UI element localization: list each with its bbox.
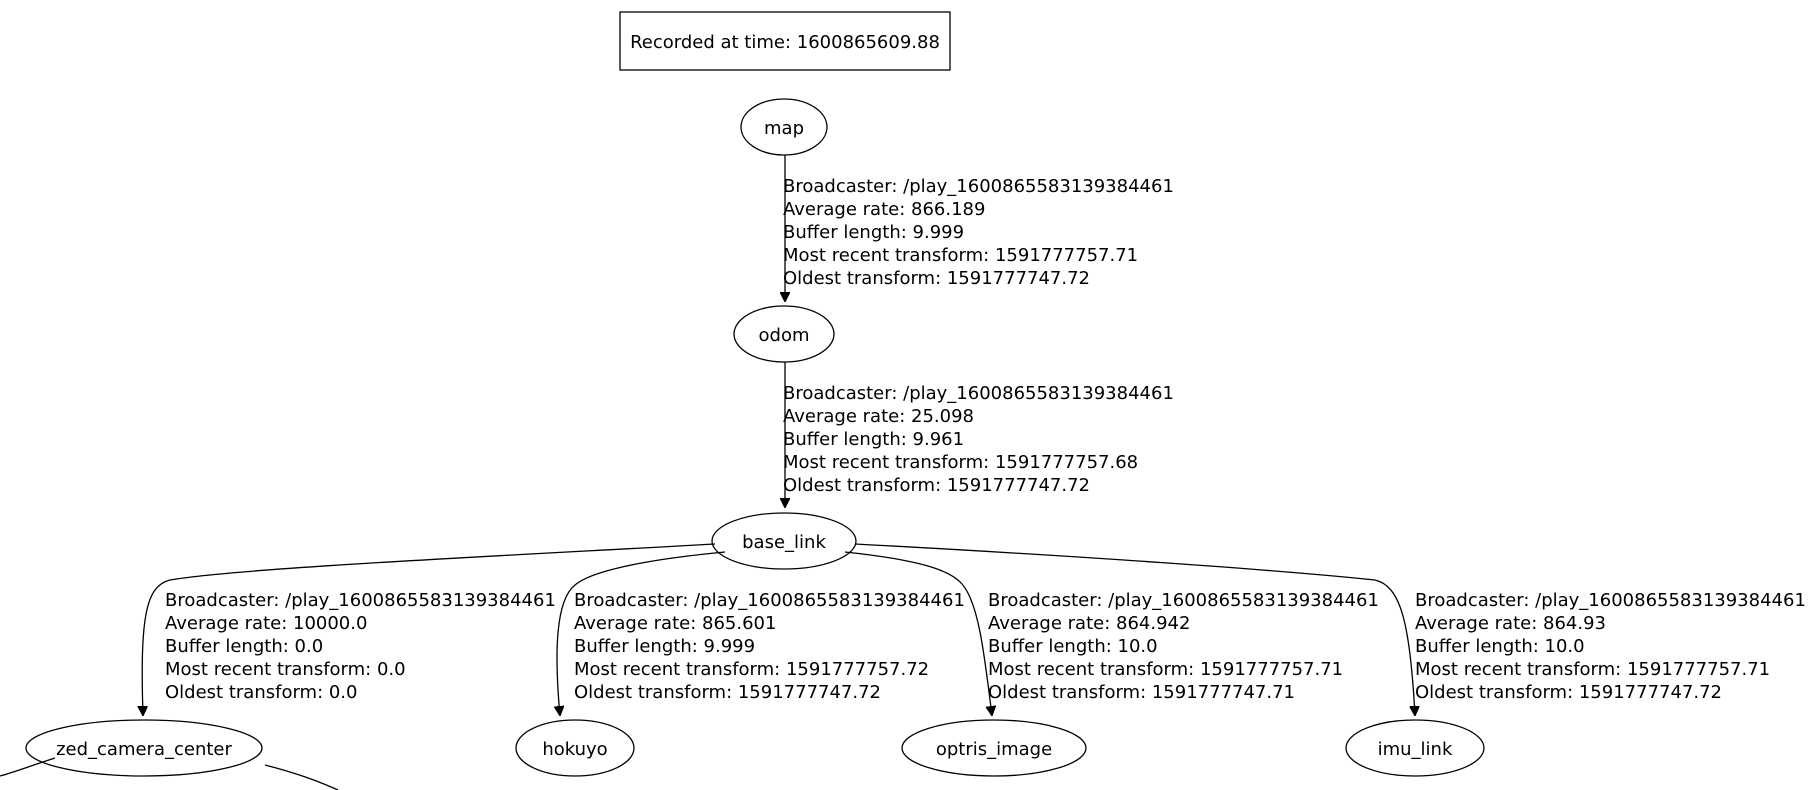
node-zed-camera-center: zed_camera_center xyxy=(25,719,263,777)
edge-zed-camera-center-offscreen xyxy=(0,757,339,790)
node-base-link: base_link xyxy=(711,512,857,570)
node-odom: odom xyxy=(733,305,835,363)
edge-odom-base-link-oldest: Oldest transform: 1591777747.72 xyxy=(783,475,1090,496)
edge-map-odom-most-recent: Most recent transform: 1591777757.71 xyxy=(783,245,1138,266)
edge-base-link-optris-image: Broadcaster: /play_1600865583139384461 A… xyxy=(844,551,1385,716)
edge-base-link-zed-camera-center-average-rate: Average rate: 10000.0 xyxy=(165,613,367,634)
edge-base-link-optris-image-buffer-length: Buffer length: 10.0 xyxy=(988,636,1158,657)
edge-base-link-zed-camera-center: Broadcaster: /play_1600865583139384461 A… xyxy=(142,543,716,716)
edge-base-link-zed-camera-center-oldest: Oldest transform: 0.0 xyxy=(165,682,357,703)
edge-map-odom-broadcaster: Broadcaster: /play_1600865583139384461 xyxy=(783,176,1174,197)
edge-base-link-imu-link-buffer-length: Buffer length: 10.0 xyxy=(1415,636,1585,657)
node-optris-image: optris_image xyxy=(901,719,1087,777)
edge-base-link-optris-image-average-rate: Average rate: 864.942 xyxy=(988,613,1190,634)
svg-text:Broadcaster: /play_16008655831: Broadcaster: /play_1600865583139384461 A… xyxy=(574,590,971,703)
edge-base-link-zed-camera-center-buffer-length: Buffer length: 0.0 xyxy=(165,636,323,657)
svg-text:Broadcaster: /play_16008655831: Broadcaster: /play_1600865583139384461 A… xyxy=(783,176,1180,289)
svg-text:Broadcaster: /play_16008655831: Broadcaster: /play_1600865583139384461 A… xyxy=(783,383,1180,496)
recorded-time-box: Recorded at time: 1600865609.88 xyxy=(619,11,951,71)
edge-odom-base-link-average-rate: Average rate: 25.098 xyxy=(783,406,974,427)
recorded-time-label: Recorded at time: 1600865609.88 xyxy=(630,32,940,53)
edge-base-link-imu-link-most-recent: Most recent transform: 1591777757.71 xyxy=(1415,659,1770,680)
node-odom-label: odom xyxy=(759,325,810,346)
edge-map-odom-buffer-length: Buffer length: 9.999 xyxy=(783,222,964,243)
edge-base-link-hokuyo-oldest: Oldest transform: 1591777747.72 xyxy=(574,682,881,703)
edge-base-link-hokuyo-average-rate: Average rate: 865.601 xyxy=(574,613,776,634)
node-zed-camera-center-label: zed_camera_center xyxy=(56,739,232,760)
node-hokuyo-label: hokuyo xyxy=(542,739,607,760)
edge-odom-base-link-most-recent: Most recent transform: 1591777757.68 xyxy=(783,452,1138,473)
node-map-label: map xyxy=(764,118,804,139)
edge-base-link-zed-camera-center-broadcaster: Broadcaster: /play_1600865583139384461 xyxy=(165,590,556,611)
edge-base-link-hokuyo-buffer-length: Buffer length: 9.999 xyxy=(574,636,755,657)
edge-base-link-imu-link-oldest: Oldest transform: 1591777747.72 xyxy=(1415,682,1722,703)
edge-base-link-hokuyo-broadcaster: Broadcaster: /play_1600865583139384461 xyxy=(574,590,965,611)
edge-base-link-hokuyo-most-recent: Most recent transform: 1591777757.72 xyxy=(574,659,929,680)
edge-map-odom-average-rate: Average rate: 866.189 xyxy=(783,199,985,220)
svg-text:Broadcaster: /play_16008655831: Broadcaster: /play_1600865583139384461 A… xyxy=(988,590,1385,703)
edge-base-link-hokuyo: Broadcaster: /play_1600865583139384461 A… xyxy=(557,551,971,716)
edge-base-link-optris-image-broadcaster: Broadcaster: /play_1600865583139384461 xyxy=(988,590,1379,611)
svg-text:Broadcaster: /play_16008655831: Broadcaster: /play_1600865583139384461 A… xyxy=(165,590,562,703)
edge-map-odom: Broadcaster: /play_1600865583139384461 A… xyxy=(783,155,1180,302)
node-base-link-label: base_link xyxy=(742,532,826,553)
edge-odom-base-link-buffer-length: Buffer length: 9.961 xyxy=(783,429,964,450)
edge-base-link-optris-image-most-recent: Most recent transform: 1591777757.71 xyxy=(988,659,1343,680)
edge-base-link-zed-camera-center-most-recent: Most recent transform: 0.0 xyxy=(165,659,406,680)
node-hokuyo: hokuyo xyxy=(515,719,635,777)
edge-odom-base-link-broadcaster: Broadcaster: /play_1600865583139384461 xyxy=(783,383,1174,404)
node-imu-link-label: imu_link xyxy=(1378,739,1453,760)
edge-base-link-imu-link-average-rate: Average rate: 864.93 xyxy=(1415,613,1606,634)
edge-map-odom-oldest: Oldest transform: 1591777747.72 xyxy=(783,268,1090,289)
edge-odom-base-link: Broadcaster: /play_1600865583139384461 A… xyxy=(783,362,1180,508)
edge-base-link-imu-link-broadcaster: Broadcaster: /play_1600865583139384461 xyxy=(1415,590,1806,611)
node-imu-link: imu_link xyxy=(1345,719,1485,777)
svg-text:Broadcaster: /play_16008655831: Broadcaster: /play_1600865583139384461 A… xyxy=(1415,590,1812,703)
node-map: map xyxy=(740,98,828,156)
edge-base-link-imu-link: Broadcaster: /play_1600865583139384461 A… xyxy=(854,543,1812,716)
edge-base-link-optris-image-oldest: Oldest transform: 1591777747.71 xyxy=(988,682,1295,703)
node-optris-image-label: optris_image xyxy=(936,739,1052,760)
